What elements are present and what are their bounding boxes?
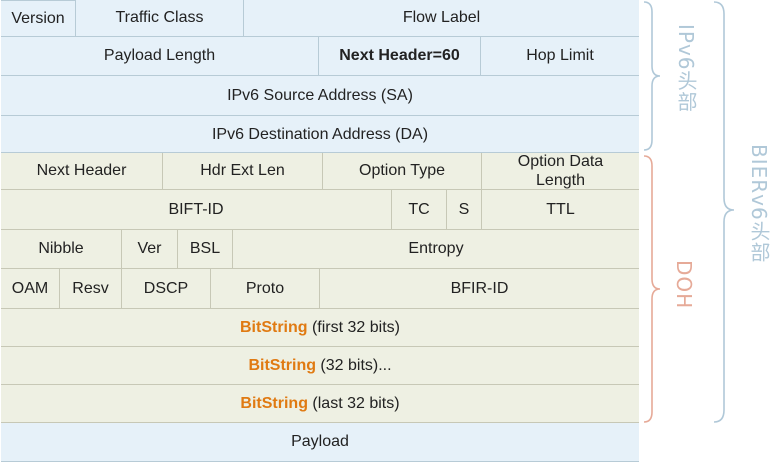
ipv6-header-brace (643, 1, 661, 151)
field-entropy: Entropy (233, 230, 639, 269)
field-option-data-length: Option Data Length (482, 153, 639, 190)
field-flow-label: Flow Label (244, 0, 639, 37)
ipv6-row-4: IPv6 Destination Address (DA) (1, 116, 639, 153)
field-bsl: BSL (178, 230, 233, 269)
doh-brace (643, 155, 661, 423)
field-s: S (447, 190, 482, 230)
field-next-header: Next Header (1, 153, 163, 190)
field-nibble: Nibble (1, 230, 122, 269)
field-traffic-class: Traffic Class (76, 0, 244, 37)
field-bitstring-first: BitString (first 32 bits) (1, 309, 639, 347)
field-tc: TC (392, 190, 447, 230)
bierv6-header-label: BIERv6头部 (747, 144, 771, 263)
doh-row-6: BitString (32 bits)... (1, 347, 639, 385)
field-hdr-ext-len: Hdr Ext Len (163, 153, 323, 190)
field-option-type: Option Type (323, 153, 482, 190)
ipv6-header-label: IPv6头部 (674, 24, 698, 113)
field-bitstring-middle: BitString (32 bits)... (1, 347, 639, 385)
field-proto: Proto (211, 269, 320, 309)
doh-row-7: BitString (last 32 bits) (1, 385, 639, 423)
ipv6-row-3: IPv6 Source Address (SA) (1, 76, 639, 116)
field-ver: Ver (122, 230, 178, 269)
ipv6-row-2: Payload Length Next Header=60 Hop Limit (1, 37, 639, 76)
doh-row-2: BIFT-ID TC S TTL (1, 190, 639, 230)
field-destination-address: IPv6 Destination Address (DA) (1, 116, 639, 153)
field-ttl: TTL (482, 190, 639, 230)
doh-row-5: BitString (first 32 bits) (1, 309, 639, 347)
bitstring-desc: (32 bits)... (315, 356, 392, 374)
payload-row: Payload (1, 423, 639, 462)
doh-row-3: Nibble Ver BSL Entropy (1, 230, 639, 269)
field-bfir-id: BFIR-ID (320, 269, 639, 309)
ipv6-row-1: Version Traffic Class Flow Label (1, 0, 639, 37)
field-payload: Payload (1, 423, 639, 462)
field-bift-id: BIFT-ID (1, 190, 392, 230)
field-source-address: IPv6 Source Address (SA) (1, 76, 639, 116)
field-next-header-60: Next Header=60 (319, 37, 481, 76)
doh-row-1: Next Header Hdr Ext Len Option Type Opti… (1, 153, 639, 190)
field-resv: Resv (60, 269, 122, 309)
bitstring-desc: (last 32 bits) (307, 394, 400, 412)
doh-label: DOH (672, 260, 696, 310)
field-payload-length: Payload Length (1, 37, 319, 76)
bitstring-label: BitString (248, 356, 316, 374)
doh-row-4: OAM Resv DSCP Proto BFIR-ID (1, 269, 639, 309)
field-version: Version (1, 0, 76, 37)
bitstring-label: BitString (240, 394, 308, 412)
bitstring-label: BitString (239, 318, 308, 336)
bitstring-desc: (first 32 bits) (307, 318, 400, 336)
field-oam: OAM (1, 269, 60, 309)
bierv6-header-brace (713, 1, 735, 423)
field-dscp: DSCP (122, 269, 211, 309)
field-bitstring-last: BitString (last 32 bits) (1, 385, 639, 423)
field-hop-limit: Hop Limit (481, 37, 639, 76)
